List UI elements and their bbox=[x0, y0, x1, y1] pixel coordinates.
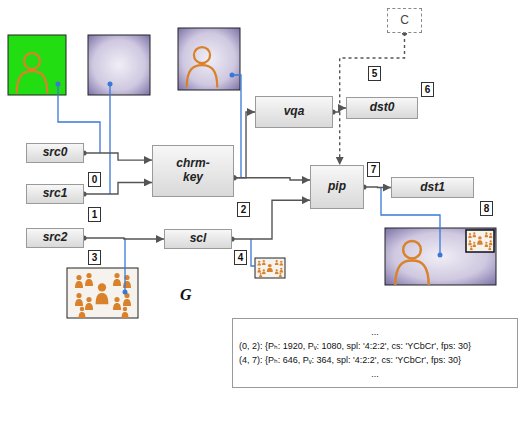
node-text: ... bbox=[239, 327, 511, 337]
callout-number: 6 bbox=[421, 82, 434, 97]
crowd-thumb bbox=[67, 268, 138, 318]
callout-number: 8 bbox=[480, 201, 493, 216]
node-text: src1 bbox=[43, 187, 68, 201]
node-text: src2 bbox=[43, 231, 68, 245]
scaled-thumb bbox=[255, 258, 285, 278]
process-box: vqa bbox=[255, 96, 333, 128]
callout-number: 0 bbox=[88, 172, 101, 187]
callout-number: 7 bbox=[367, 162, 380, 177]
node-text: vqa bbox=[284, 105, 305, 119]
node-text: scl bbox=[190, 232, 207, 246]
node-text: dst0 bbox=[370, 101, 395, 115]
source-box: src1 bbox=[26, 184, 84, 204]
node-text: chrm-key bbox=[171, 157, 215, 185]
control-box: C bbox=[387, 8, 422, 33]
sink-box: dst1 bbox=[391, 177, 474, 198]
background-thumb bbox=[88, 35, 150, 95]
stream-connector bbox=[84, 153, 152, 160]
callout-number: 4 bbox=[234, 250, 247, 265]
callout-number: 5 bbox=[368, 66, 381, 81]
source-box: src2 bbox=[26, 228, 84, 248]
green-screen-thumb bbox=[8, 35, 66, 95]
stream-connector bbox=[84, 238, 164, 239]
keyed-thumb bbox=[178, 28, 240, 90]
source-box: src0 bbox=[26, 143, 84, 163]
node-text: (4, 7): {Pₕ: 646, Pᵥ: 364, spl: '4:2:2',… bbox=[239, 355, 511, 365]
node-text: (0, 2): {Pₕ: 1920, Pᵥ: 1080, spl: '4:2:2… bbox=[239, 341, 511, 351]
leader-dots bbox=[56, 73, 443, 295]
stream-connector bbox=[232, 200, 310, 239]
graph-symbol: G bbox=[180, 286, 192, 304]
stream-connector bbox=[234, 178, 310, 180]
node-text: dst1 bbox=[420, 181, 445, 195]
callout-number: 1 bbox=[88, 207, 101, 222]
node-text: pip bbox=[328, 180, 346, 194]
stream-connector bbox=[234, 112, 255, 178]
node-text: ... bbox=[239, 369, 511, 379]
process-box: chrm-key bbox=[152, 145, 234, 197]
attribute-table: ... (0, 2): {Pₕ: 1920, Pᵥ: 1080, spl: '4:… bbox=[232, 318, 518, 388]
node-text: src0 bbox=[43, 146, 68, 160]
leader-lines bbox=[58, 75, 440, 292]
process-box: scl bbox=[164, 229, 232, 249]
callout-number: 2 bbox=[237, 202, 250, 217]
sink-box: dst0 bbox=[346, 97, 418, 119]
node-text: C bbox=[400, 14, 409, 28]
stream-connector bbox=[364, 186, 391, 188]
callout-number: 3 bbox=[88, 250, 101, 265]
process-box: pip bbox=[310, 165, 364, 209]
